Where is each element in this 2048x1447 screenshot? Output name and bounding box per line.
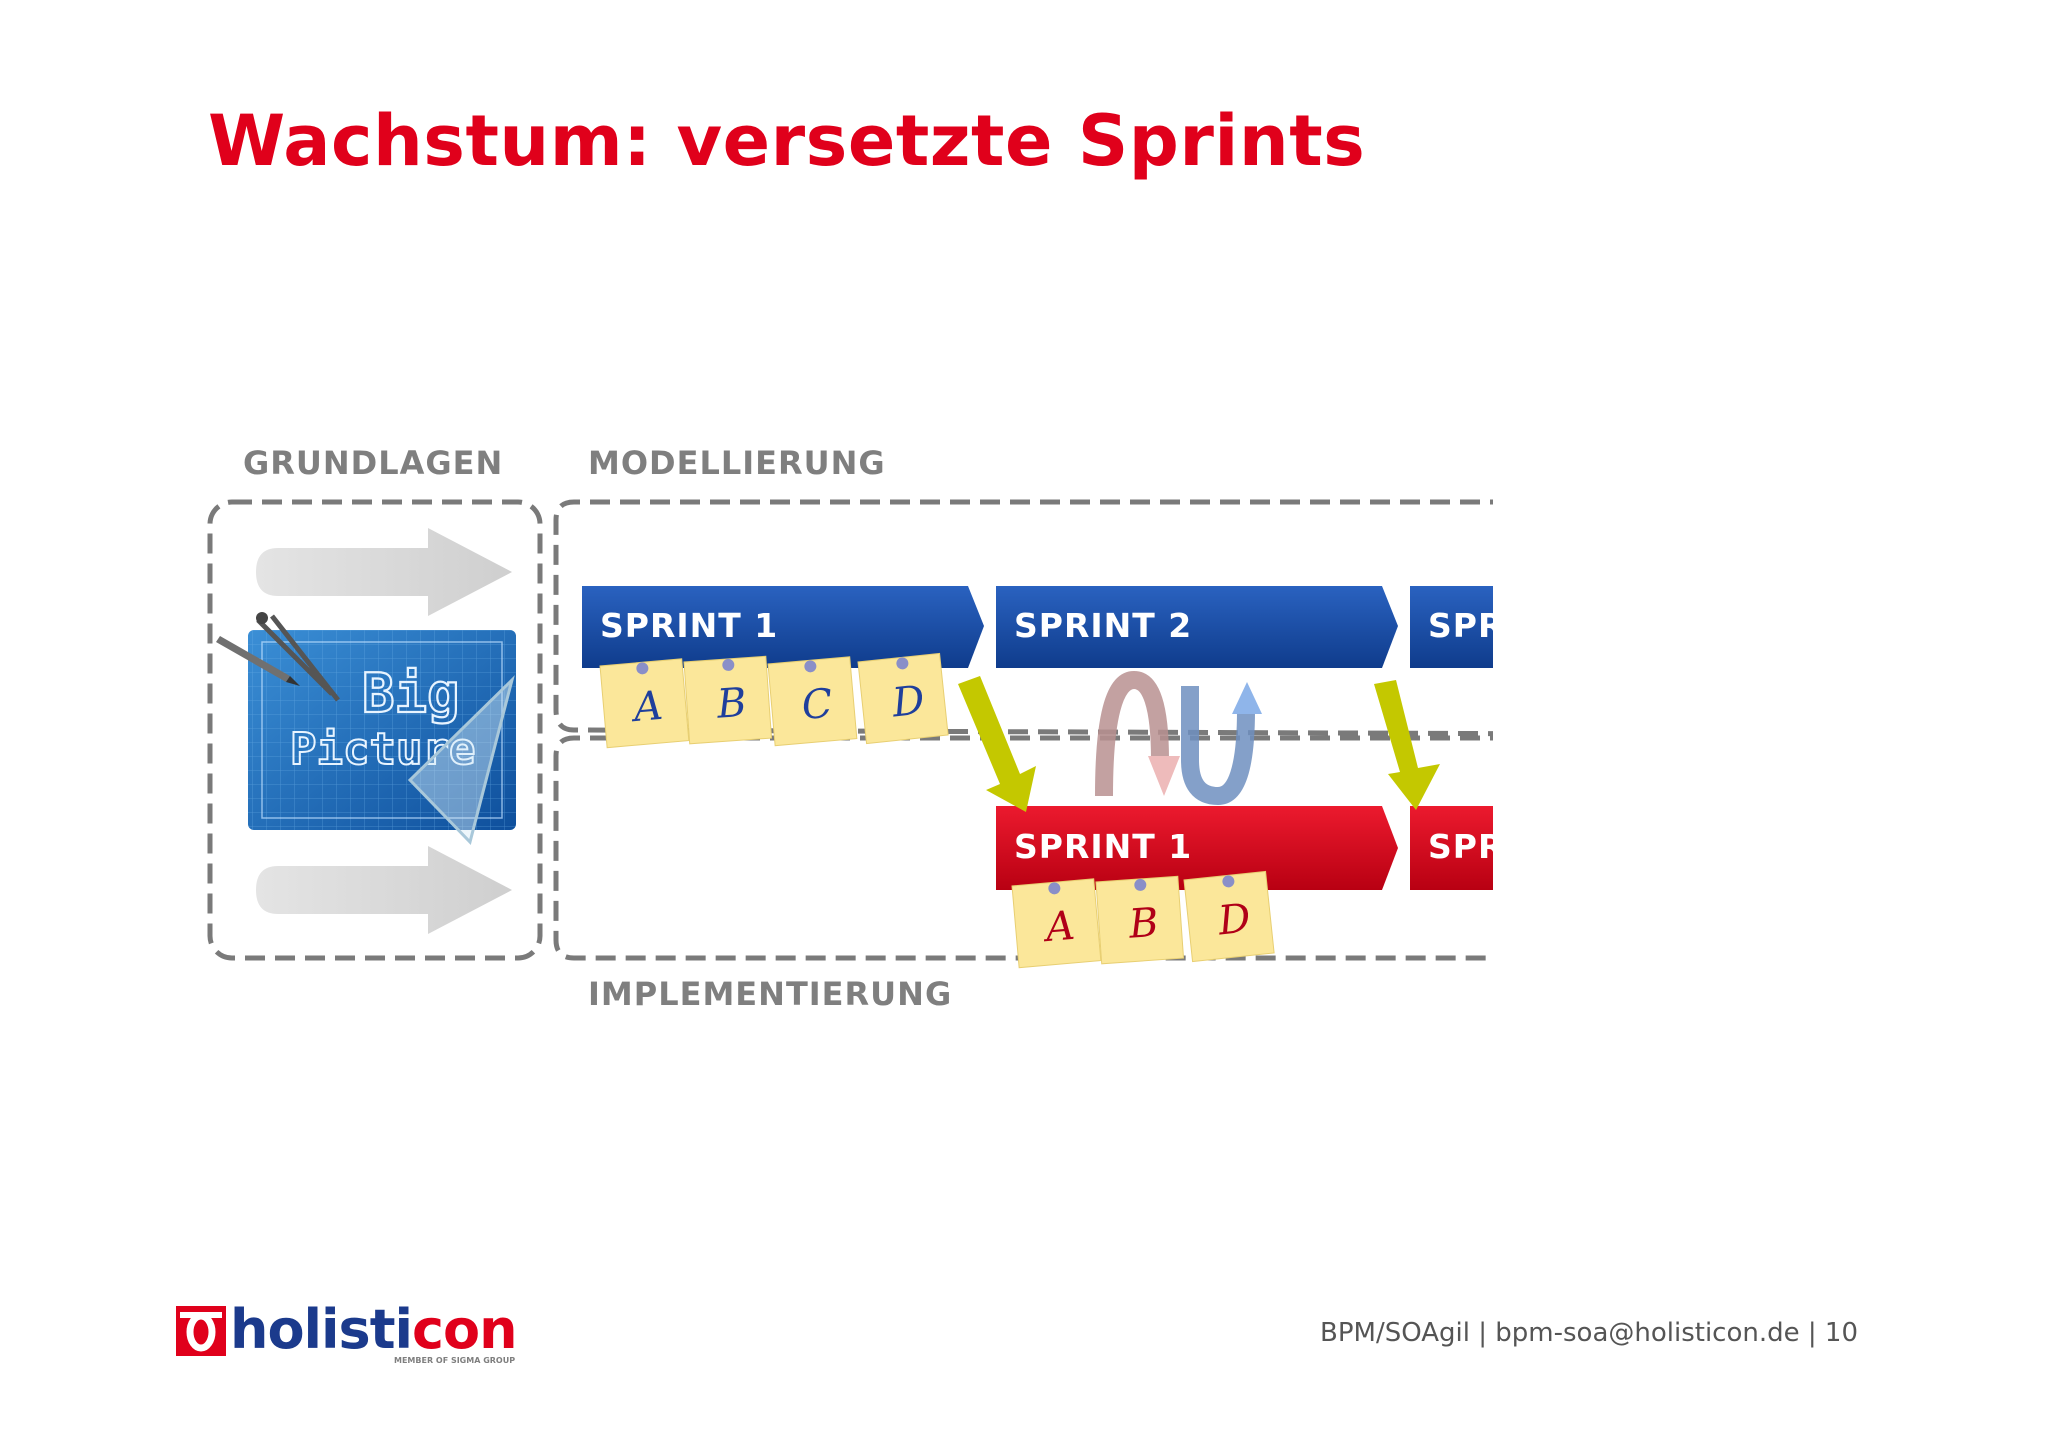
- note-modelling-c: C: [767, 656, 858, 747]
- note-modelling-a: A: [599, 658, 690, 749]
- footer-info: BPM/SOAgil | bpm-soa@holisticon.de | 10: [1320, 1318, 1858, 1348]
- holisticon-logo-mark: [176, 1306, 226, 1356]
- big-picture-line2: Picture: [290, 724, 475, 775]
- modelling-sprint-1: SPRINT 1: [582, 586, 984, 668]
- note-implementation-b-letter: B: [1126, 900, 1160, 948]
- note-modelling-c-letter: C: [800, 681, 835, 729]
- feedback-arrows: [1095, 670, 1262, 806]
- logo-word-main: holisti: [230, 1298, 413, 1361]
- implementation-sprint-1-label: SPRINT 1: [1014, 827, 1192, 866]
- slide-title: Wachstum: versetzte Sprints: [208, 100, 1366, 182]
- note-modelling-d-letter: D: [889, 677, 927, 726]
- modelling-sprint-2-label: SPRINT 2: [1014, 606, 1192, 645]
- modellierung-frame: [553, 499, 1493, 737]
- holisticon-wordmark: holisticon: [230, 1298, 518, 1361]
- logo-word-accent: con: [412, 1298, 518, 1361]
- big-picture-image: Big Picture: [216, 612, 516, 845]
- note-modelling-b-letter: B: [714, 680, 748, 728]
- implementation-sprint-2-label: SPR: [1428, 827, 1504, 866]
- note-implementation-b: B: [1095, 875, 1185, 965]
- grundlagen-arrow-bottom: [256, 846, 512, 934]
- implementierung-frame: [553, 735, 1493, 961]
- note-implementation-a: A: [1011, 878, 1102, 969]
- modelling-sprint-3-label: SPR: [1428, 606, 1504, 645]
- handoff-arrow-2: [1374, 680, 1440, 810]
- implementation-sprint-1: SPRINT 1: [996, 806, 1398, 890]
- modelling-notes: A B C D: [599, 652, 949, 749]
- section-label-modellierung: MODELLIERUNG: [588, 444, 886, 482]
- grundlagen-frame: [207, 499, 543, 961]
- modelling-sprint-1-label: SPRINT 1: [600, 606, 778, 645]
- logo-tagline: MEMBER OF SIGMA GROUP: [394, 1356, 516, 1365]
- handoff-arrow-1: [958, 676, 1036, 812]
- note-modelling-d: D: [857, 652, 949, 745]
- implementation-notes: A B D: [1011, 870, 1275, 969]
- note-modelling-b: B: [683, 655, 773, 745]
- section-label-implementierung: IMPLEMENTIERUNG: [588, 975, 953, 1013]
- modelling-sprint-3: SPR: [1410, 586, 1504, 668]
- implementation-sprint-2: SPR: [1410, 806, 1504, 890]
- note-implementation-d-letter: D: [1215, 895, 1253, 944]
- modelling-sprint-2: SPRINT 2: [996, 586, 1398, 668]
- note-implementation-d: D: [1183, 870, 1275, 963]
- big-picture-line1: Big: [362, 662, 460, 725]
- grundlagen-arrow-top: [256, 528, 512, 616]
- section-label-grundlagen: GRUNDLAGEN: [243, 444, 504, 482]
